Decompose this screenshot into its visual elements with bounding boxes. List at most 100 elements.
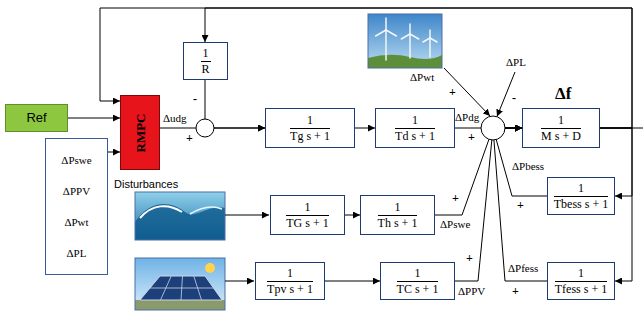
- denominator: Td s + 1: [395, 129, 435, 143]
- solar-panel-picture: [150, 276, 214, 300]
- wind-farm-picture: [429, 38, 431, 57]
- sign-plus: +: [452, 192, 459, 204]
- transfer-block: 1Tfess s + 1: [547, 262, 615, 300]
- sign-plus: +: [466, 252, 473, 264]
- denominator: TG s + 1: [286, 216, 328, 230]
- signal-wire: [632, 128, 643, 129]
- wind-farm-picture: [410, 34, 419, 39]
- solar-panel-picture: [135, 258, 225, 310]
- wave-picture: [190, 207, 222, 214]
- wind-farm-picture: [368, 55, 442, 68]
- transfer-block: 1TC s + 1: [380, 262, 455, 300]
- disturbance-name: ΔPPV: [63, 184, 90, 198]
- wave-picture: [140, 206, 182, 218]
- solar-panel-picture: [150, 288, 214, 289]
- signal-wire: [497, 72, 515, 117]
- sign-plus: +: [449, 86, 456, 98]
- signal-name: ΔPdg: [455, 111, 479, 123]
- transfer-block: 1Tpv s + 1: [255, 262, 325, 300]
- fraction: 1TC s + 1: [397, 266, 439, 296]
- wind-farm-picture: [430, 38, 437, 42]
- sign-plus: +: [517, 199, 524, 211]
- signal-name: ΔPbess: [512, 160, 544, 172]
- sign-minus: -: [512, 92, 516, 104]
- gain-block: 1R: [183, 42, 228, 80]
- summing-junction: [481, 116, 505, 140]
- fraction: 1Tpv s + 1: [267, 266, 313, 296]
- transfer-block: 1Tbess s + 1: [547, 177, 615, 215]
- signal-name: Δudg: [163, 112, 187, 124]
- wind-farm-picture: [429, 30, 431, 38]
- solar-panel-picture: [140, 276, 222, 300]
- wind-farm-picture: [385, 30, 387, 60]
- wind-farm-picture: [401, 34, 410, 39]
- numerator: 1: [554, 181, 608, 197]
- numerator: 1: [397, 266, 439, 282]
- wind-farm-picture: [376, 30, 386, 36]
- signal-connector: [455, 128, 522, 281]
- solar-panel-picture: [205, 263, 215, 273]
- controller-box: RMPC: [120, 95, 160, 170]
- transfer-block: 1Th s + 1: [360, 195, 435, 235]
- denominator: R: [201, 62, 211, 76]
- sign-plus: +: [186, 132, 193, 144]
- fraction: 1TG s + 1: [286, 200, 328, 230]
- numerator: 1: [378, 200, 418, 216]
- numerator: 1: [201, 46, 211, 62]
- fraction: 1M s + D: [541, 113, 581, 143]
- signal-name: ΔPL: [506, 56, 526, 68]
- group-heading: Disturbances: [113, 177, 179, 191]
- signal-connector: [68, 118, 120, 119]
- denominator: Tpv s + 1: [267, 282, 313, 296]
- disturbance-name: ΔPwt: [64, 215, 88, 229]
- signal-name: ΔPswe: [440, 218, 470, 230]
- signal-connector: [345, 215, 360, 216]
- denominator: Tbess s + 1: [554, 197, 608, 211]
- reference-box: Ref: [5, 104, 68, 132]
- wave-picture: [135, 192, 225, 240]
- output-signal-name: Δf: [555, 84, 571, 104]
- fraction: 1R: [201, 46, 211, 76]
- wind-farm-picture: [386, 30, 396, 36]
- fraction: 1Tbess s + 1: [554, 181, 608, 211]
- numerator: 1: [541, 113, 581, 129]
- numerator: 1: [286, 200, 328, 216]
- solar-panel-picture: [135, 300, 225, 310]
- transfer-block: 1M s + D: [522, 108, 600, 148]
- signal-name: ΔPwt: [410, 71, 434, 83]
- signal-connector: [325, 281, 380, 282]
- wind-farm-picture: [368, 14, 442, 68]
- transfer-block: 1Tg s + 1: [265, 108, 355, 148]
- signal-connector: [355, 128, 375, 129]
- numerator: 1: [290, 113, 330, 129]
- denominator: Th s + 1: [378, 216, 418, 230]
- wind-farm-picture: [409, 34, 411, 58]
- wind-farm-picture: [385, 18, 387, 30]
- denominator: Tfess s + 1: [555, 282, 607, 296]
- signal-name: ΔPPV: [458, 285, 485, 297]
- wind-farm-picture: [368, 14, 442, 68]
- denominator: Tg s + 1: [290, 129, 330, 143]
- wave-picture: [135, 192, 225, 240]
- sign-plus: +: [512, 285, 519, 297]
- solar-panel-picture: [135, 258, 225, 310]
- numerator: 1: [555, 266, 607, 282]
- node-text: Ref: [26, 111, 46, 125]
- signal-wire: [225, 281, 254, 282]
- disturbance-name: ΔPL: [67, 246, 87, 260]
- disturbance-name: ΔPswe: [61, 153, 91, 167]
- numerator: 1: [395, 113, 435, 129]
- disturbance-box: DisturbancesΔPsweΔPPVΔPwtΔPL: [45, 138, 108, 275]
- signal-connector: [108, 152, 120, 153]
- numerator: 1: [267, 266, 313, 282]
- wind-farm-picture: [409, 24, 411, 34]
- denominator: TC s + 1: [397, 282, 439, 296]
- fraction: 1Tfess s + 1: [555, 266, 607, 296]
- wind-farm-picture: [376, 18, 437, 60]
- transfer-block: 1TG s + 1: [270, 195, 345, 235]
- signal-name: ΔPfess: [508, 262, 538, 274]
- fraction: 1Tg s + 1: [290, 113, 330, 143]
- node-text: RMPC: [133, 113, 147, 152]
- wind-farm-picture: [423, 38, 430, 42]
